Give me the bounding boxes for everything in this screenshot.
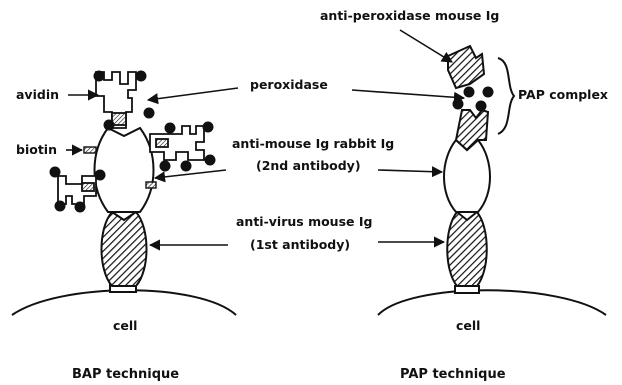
bap-diagram	[12, 71, 236, 316]
arrow-anti-peroxidase	[400, 30, 452, 62]
label-anti-virus-line2: (1st antibody)	[250, 237, 350, 252]
label-anti-mouse-line2: (2nd antibody)	[256, 158, 361, 173]
first-antibody-left	[102, 212, 147, 286]
label-cell-left: cell	[113, 318, 137, 333]
avidin-complex-right	[150, 126, 204, 160]
label-anti-peroxidase: anti-peroxidase mouse Ig	[320, 8, 499, 23]
label-bap-technique: BAP technique	[72, 367, 179, 382]
arrow-peroxidase-left	[148, 88, 238, 100]
avidin-complex-left	[58, 176, 96, 204]
biotin-marker-1	[84, 147, 96, 153]
arrow-second-antibody-right	[378, 170, 442, 172]
receptor-right	[455, 286, 479, 293]
pap-complex-brace	[498, 58, 514, 134]
anti-peroxidase-antibody	[456, 110, 488, 150]
label-cell-right: cell	[456, 318, 480, 333]
label-peroxidase: peroxidase	[250, 77, 328, 92]
biotin-marker-2	[146, 182, 156, 188]
label-biotin: biotin	[16, 142, 57, 157]
second-antibody-left	[95, 128, 154, 212]
label-anti-mouse-line1: anti-mouse Ig rabbit Ig	[232, 136, 394, 151]
arrow-peroxidase-right	[352, 90, 464, 98]
label-pap-technique: PAP technique	[400, 367, 506, 382]
peroxidase-block	[448, 46, 484, 88]
label-pap-complex: PAP complex	[518, 87, 608, 102]
label-avidin: avidin	[16, 87, 59, 102]
cell-surface-right	[378, 290, 606, 315]
cell-surface-left	[12, 290, 236, 315]
label-anti-virus-line1: anti-virus mouse Ig	[236, 214, 372, 229]
peroxidase-dots-right	[453, 87, 494, 112]
first-antibody-right	[447, 212, 487, 286]
